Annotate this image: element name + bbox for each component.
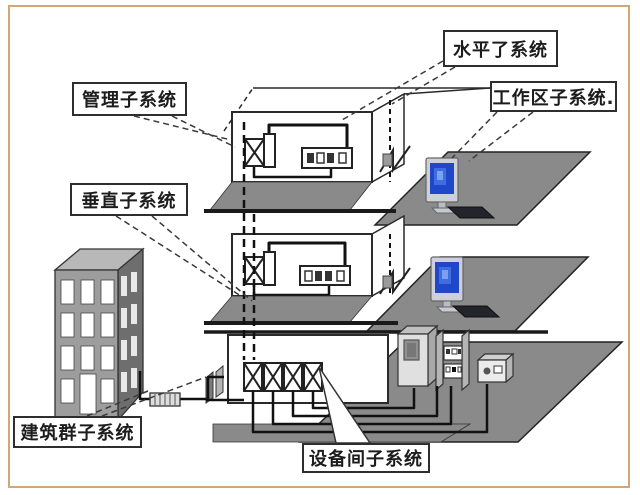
equipment-cross-connect-row	[243, 362, 323, 392]
building-side-windows	[121, 272, 137, 392]
patch-cable	[252, 166, 333, 179]
outlet-panel	[299, 265, 351, 286]
callout-leader-lines	[86, 60, 534, 417]
cross-connect-icon	[244, 133, 276, 168]
callout-equipment-room-subsystem: 设备间子系统	[302, 443, 430, 473]
wall-outlet-icon	[379, 145, 411, 174]
wall-outlet-icon	[379, 267, 411, 296]
callout-management-subsystem: 管理子系统	[72, 82, 187, 116]
campus-building	[53, 247, 145, 422]
distribution-rack	[435, 328, 470, 392]
callout-work-area-subsystem: 工作区子系统.	[490, 81, 617, 112]
floor-slab-middle	[209, 295, 373, 323]
frame-border	[8, 5, 630, 488]
callout-campus-subsystem: 建筑群子系统	[13, 416, 142, 448]
equipment-cables	[206, 384, 489, 434]
top-floor-side-wall	[371, 92, 405, 184]
building-windows	[60, 279, 115, 415]
campus-cable	[138, 371, 224, 401]
server-cabinet	[396, 324, 439, 388]
work-area-floor-top	[373, 151, 592, 226]
terminal-device-box	[476, 352, 515, 384]
cross-connect-icon	[244, 251, 276, 286]
callout-vertical-subsystem: 垂直子系统	[70, 183, 188, 216]
patch-cable	[267, 123, 349, 148]
cable-coil	[149, 392, 181, 407]
top-floor-room	[231, 111, 373, 183]
patch-cable	[252, 284, 331, 297]
floor-slab-top	[209, 181, 373, 211]
patch-cable	[267, 241, 347, 266]
callout-horizontal-subsystem: 水平了系统	[443, 30, 558, 67]
outlet-panel	[301, 147, 353, 169]
